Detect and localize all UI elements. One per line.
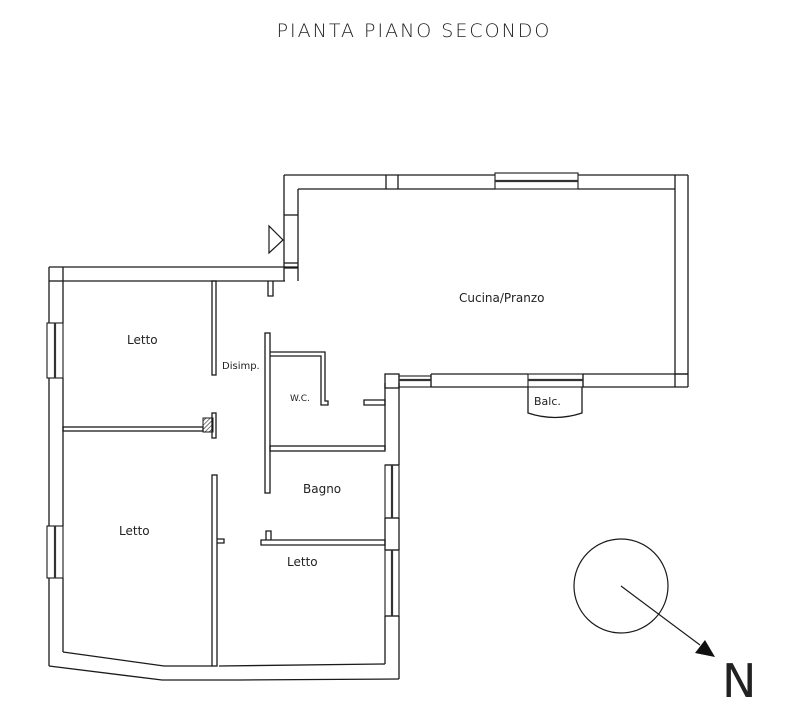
room-label-wc: W.C. [290, 394, 310, 404]
interior-walls [62, 280, 386, 667]
windows [46, 172, 584, 617]
compass-north-label: N [722, 654, 756, 708]
balcony-outline [527, 387, 583, 419]
room-label-letto-1: Letto [127, 333, 158, 347]
room-label-bagno: Bagno [303, 482, 341, 496]
room-label-cucina: Cucina/Pranzo [459, 291, 544, 305]
room-label-balcone: Balc. [534, 395, 561, 408]
kitchen-walls [283, 174, 689, 388]
entrance-triangle-icon [268, 224, 284, 255]
room-label-letto-2: Letto [119, 524, 150, 538]
exterior-walls [48, 266, 400, 681]
room-label-disimp: Disimp. [222, 361, 260, 372]
plan-title: PIANTA PIANO SECONDO [276, 20, 552, 42]
room-label-letto-3: Letto [287, 555, 318, 569]
north-arrow-icon [573, 538, 715, 657]
